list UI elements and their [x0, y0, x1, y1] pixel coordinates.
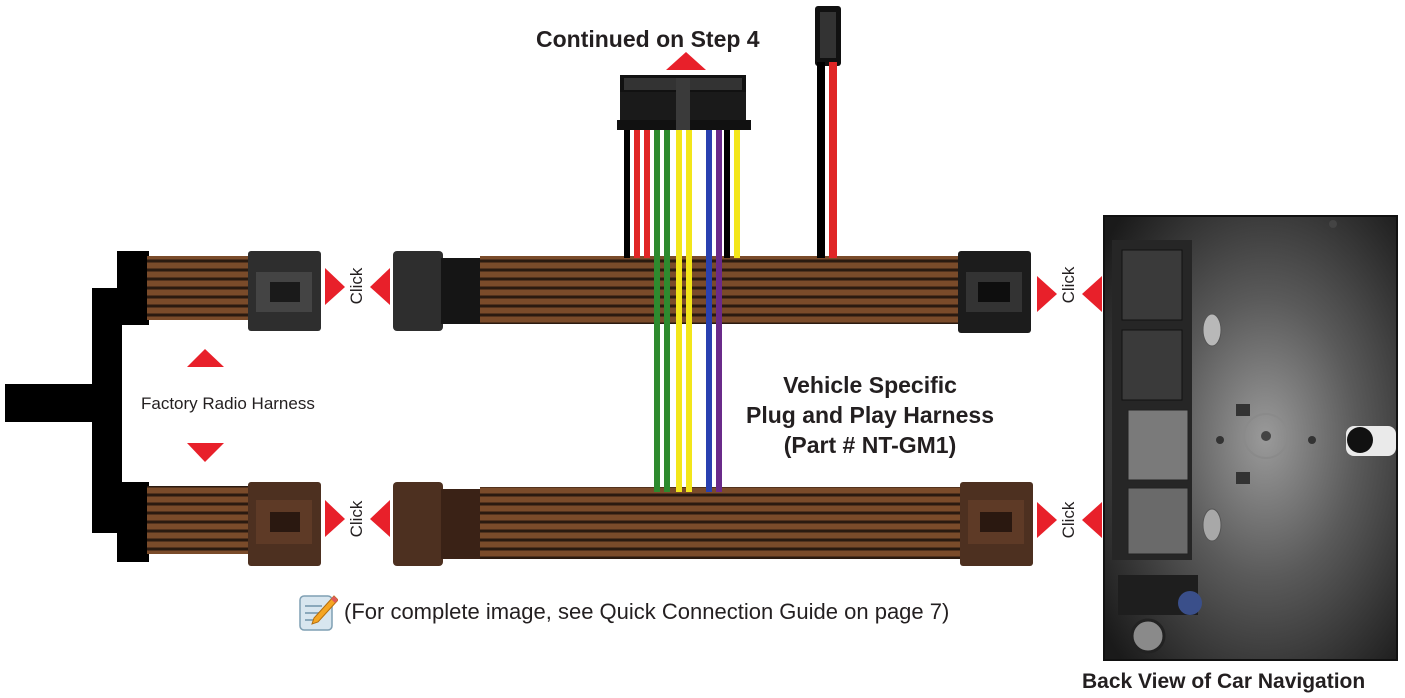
- down-arrow-icon: [187, 443, 224, 462]
- twenty-pin-connector: [617, 75, 751, 130]
- factory-connector-bottom: [248, 482, 321, 566]
- vehicle-harness-line1: Vehicle Specific: [783, 372, 957, 398]
- vehicle-harness-line2: Plug and Play Harness: [746, 402, 994, 428]
- factory-wires-bottom: [147, 486, 250, 554]
- navigation-unit-back-photo: [1103, 215, 1398, 661]
- click-label: Click: [1059, 501, 1078, 539]
- note-line: (For complete image, see Quick Connectio…: [298, 592, 949, 632]
- click-arrow-right-icon: [1037, 276, 1057, 312]
- click-arrow-right-icon: [325, 268, 345, 305]
- harness-socket-bottom-right: [960, 482, 1033, 566]
- click-arrow-left-icon: [1082, 502, 1102, 538]
- vehicle-harness-line3: (Part # NT-GM1): [783, 432, 957, 458]
- harness-cable-bottom: [480, 487, 962, 559]
- factory-connector-top: [248, 251, 321, 331]
- back-view-caption: Back View of Car Navigation: [1082, 670, 1366, 693]
- harness-socket-top-right: [958, 251, 1031, 333]
- continued-label: Continued on Step 4: [536, 26, 760, 52]
- click-label: Click: [347, 267, 366, 305]
- vehicle-harness-title: Vehicle Specific Plug and Play Harness (…: [720, 370, 1020, 460]
- power-connector: [815, 6, 841, 258]
- up-arrow-icon: [187, 349, 224, 367]
- factory-harness-label: Factory Radio Harness: [141, 394, 315, 413]
- click-arrow-left-icon: [370, 268, 390, 305]
- factory-harness-body: [5, 251, 149, 562]
- harness-plug-bottom-left: [393, 482, 481, 566]
- click-arrow-right-icon: [325, 500, 345, 537]
- click-label: Click: [1059, 266, 1078, 304]
- click-arrow-left-icon: [1082, 276, 1102, 312]
- click-arrow-left-icon: [370, 500, 390, 537]
- click-arrow-right-icon: [1037, 502, 1057, 538]
- click-label: Click: [347, 500, 366, 538]
- continue-arrow-up-icon: [666, 52, 706, 70]
- harness-plug-top-left: [393, 251, 481, 331]
- factory-wires-top: [147, 256, 250, 320]
- note-text: (For complete image, see Quick Connectio…: [344, 599, 950, 624]
- vertical-wire-bundle: [624, 128, 740, 492]
- pencil-note-icon: [299, 595, 338, 631]
